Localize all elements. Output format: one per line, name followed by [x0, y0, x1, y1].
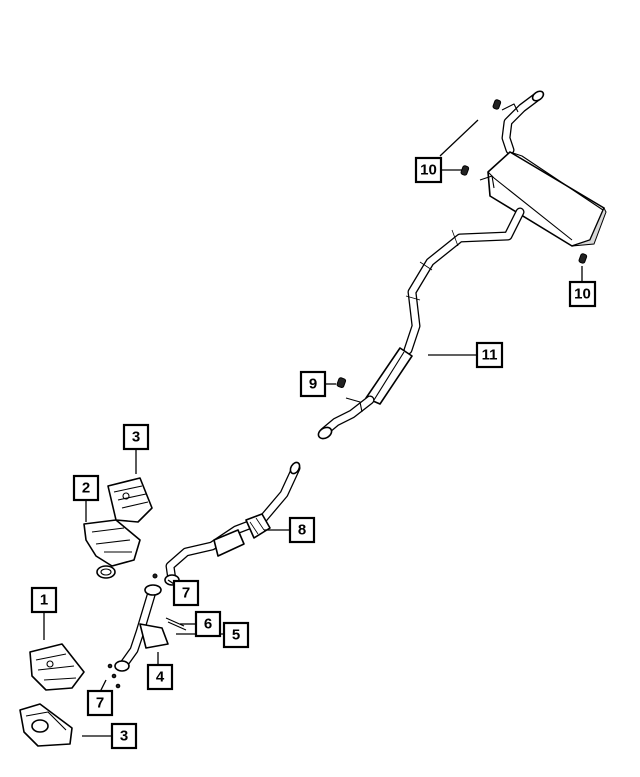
callout-6: 6	[194, 610, 222, 638]
heat-shield-upper	[107, 477, 153, 523]
callout-label: 10	[420, 162, 437, 179]
heat-shield-lower	[19, 703, 73, 747]
callout-11: 11	[475, 341, 504, 369]
callout-label: 2	[82, 480, 90, 497]
callout-label: 7	[182, 585, 190, 602]
muffler-assembly	[317, 90, 607, 440]
callout-7-lower: 7	[86, 689, 114, 717]
gasket-part	[165, 617, 187, 631]
callout-label: 5	[232, 627, 240, 644]
callout-label: 11	[482, 347, 498, 364]
isolator-parts	[336, 99, 588, 389]
callout-label: 8	[298, 522, 306, 539]
callout-1: 1	[30, 586, 58, 614]
callout-label: 3	[120, 728, 128, 745]
callout-label: 4	[156, 669, 165, 686]
callout-10-lower: 10	[568, 280, 597, 308]
exhaust-manifold-upper	[83, 519, 141, 579]
callout-3-lower: 3	[110, 722, 138, 750]
callout-label: 10	[574, 286, 591, 303]
callout-8: 8	[288, 516, 316, 544]
fastener-parts	[107, 573, 158, 689]
callout-3-upper: 3	[122, 423, 150, 451]
front-pipe-assembly	[164, 461, 301, 586]
callout-7-upper: 7	[172, 579, 200, 607]
exhaust-manifold-lower	[29, 643, 85, 691]
callout-9: 9	[299, 370, 327, 398]
callout-label: 7	[96, 695, 104, 712]
callout-label: 9	[309, 376, 317, 393]
callout-label: 1	[40, 592, 48, 609]
callout-10-upper: 10	[414, 156, 443, 184]
crossover-pipe	[114, 584, 169, 672]
callout-4: 4	[146, 663, 174, 691]
callout-2: 2	[72, 474, 100, 502]
callout-label: 3	[132, 429, 140, 446]
callout-label: 6	[204, 616, 212, 633]
callout-5: 5	[222, 621, 250, 649]
